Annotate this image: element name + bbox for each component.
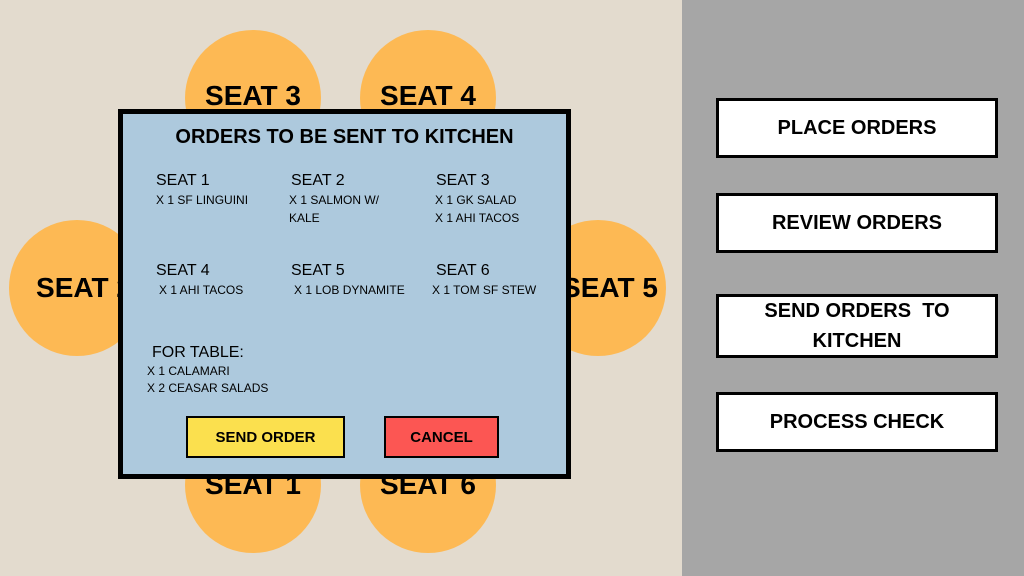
send-orders-label-line-2: KITCHEN xyxy=(812,330,902,352)
review-orders-button[interactable]: REVIEW ORDERS xyxy=(716,193,998,253)
order-seat-6: SEAT 6 X 1 TOM SF STEW xyxy=(432,261,576,299)
order-item: X 1 AHI TACOS xyxy=(159,283,244,297)
order-item: X 1 TOM SF STEW xyxy=(432,283,537,297)
order-seat-label: SEAT 5 xyxy=(291,262,345,279)
order-item: KALE xyxy=(289,211,320,225)
order-seat-label: SEAT 3 xyxy=(436,172,490,189)
order-seat-2: SEAT 2 X 1 SALMON W/ KALE xyxy=(289,171,431,227)
order-item: X 1 SF LINGUINI xyxy=(156,193,249,207)
order-seat-4: SEAT 4 X 1 AHI TACOS xyxy=(156,261,296,299)
send-orders-label: SEND ORDERS TO KITCHEN xyxy=(764,296,949,356)
order-seat-5: SEAT 5 X 1 LOB DYNAMITE xyxy=(291,261,431,299)
order-item: X 1 AHI TACOS xyxy=(435,211,520,225)
order-for-table: FOR TABLE: X 1 CALAMARI X 2 CEASAR SALAD… xyxy=(147,343,268,397)
order-item: X 1 SALMON W/ xyxy=(289,193,380,207)
modal-title: ORDERS TO BE SENT TO KITCHEN xyxy=(175,126,514,148)
cancel-button[interactable]: CANCEL xyxy=(384,416,499,458)
place-orders-button[interactable]: PLACE ORDERS xyxy=(716,98,998,158)
place-orders-label: PLACE ORDERS xyxy=(777,117,937,139)
order-item: X 1 CALAMARI xyxy=(147,364,230,378)
order-seat-label: SEAT 1 xyxy=(156,172,210,189)
seat-2-label: SEAT 2 xyxy=(36,272,132,303)
send-orders-label-line-1: SEND ORDERS TO xyxy=(764,300,950,322)
review-orders-label: REVIEW ORDERS xyxy=(771,212,943,234)
order-item: X 1 GK SALAD xyxy=(435,193,517,207)
order-seat-label: SEAT 2 xyxy=(291,172,345,189)
orders-modal: ORDERS TO BE SENT TO KITCHEN SEAT 1 X 1 … xyxy=(118,109,571,479)
sidebar: PLACE ORDERS REVIEW ORDERS SEND ORDERS T… xyxy=(682,0,1024,576)
order-seat-3: SEAT 3 X 1 GK SALAD X 1 AHI TACOS xyxy=(435,171,576,227)
seat-4-label: SEAT 4 xyxy=(380,80,476,111)
order-item: X 2 CEASAR SALADS xyxy=(147,381,269,395)
send-order-button[interactable]: SEND ORDER xyxy=(186,416,345,458)
order-seat-label: SEAT 4 xyxy=(156,262,210,279)
send-orders-to-kitchen-button[interactable]: SEND ORDERS TO KITCHEN xyxy=(716,294,998,358)
process-check-button[interactable]: PROCESS CHECK xyxy=(716,392,998,452)
seat-3-label: SEAT 3 xyxy=(205,80,301,111)
process-check-label: PROCESS CHECK xyxy=(769,411,945,433)
cancel-label: CANCEL xyxy=(410,428,473,446)
send-order-label: SEND ORDER xyxy=(215,428,316,446)
order-seat-label: SEAT 6 xyxy=(436,262,490,279)
order-table-label: FOR TABLE: xyxy=(152,344,244,361)
order-seat-1: SEAT 1 X 1 SF LINGUINI xyxy=(156,171,296,209)
seat-5-label: SEAT 5 xyxy=(562,272,658,303)
order-item: X 1 LOB DYNAMITE xyxy=(294,283,405,297)
